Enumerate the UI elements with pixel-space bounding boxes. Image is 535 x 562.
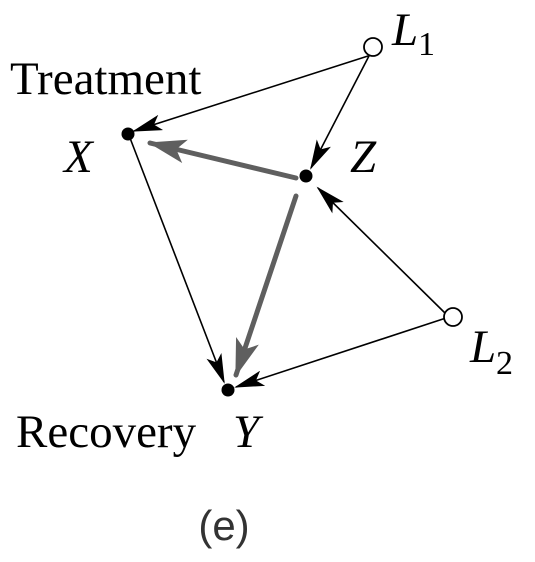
label-l2-name: L <box>469 321 495 373</box>
label-l1: L 1 <box>391 4 435 63</box>
label-l2-subscript: 2 <box>496 345 513 382</box>
label-recovery-word: Recovery <box>16 406 197 458</box>
caption: (e) <box>198 502 249 549</box>
node-l1 <box>363 37 383 57</box>
node-x <box>121 127 135 141</box>
node-l2 <box>443 307 463 327</box>
node-y <box>221 383 235 397</box>
label-z: Z <box>350 131 377 183</box>
edge-l2-to-z <box>316 186 447 315</box>
label-recovery: Recovery Y <box>16 406 264 458</box>
label-l2: L 2 <box>469 321 513 382</box>
label-y: Y <box>233 406 264 458</box>
edge-l2-to-y <box>234 317 447 388</box>
edge-l1-to-z <box>310 53 371 170</box>
edge-x-to-y <box>129 137 225 384</box>
label-x: X <box>62 131 95 183</box>
label-treatment: Treatment <box>10 53 201 105</box>
edge-z-to-y <box>233 193 299 378</box>
edge-z-to-x <box>147 139 299 181</box>
node-z <box>299 169 313 183</box>
edge-l1-to-x <box>132 55 369 132</box>
label-l1-name: L <box>391 4 417 56</box>
label-l1-subscript: 1 <box>418 26 435 63</box>
